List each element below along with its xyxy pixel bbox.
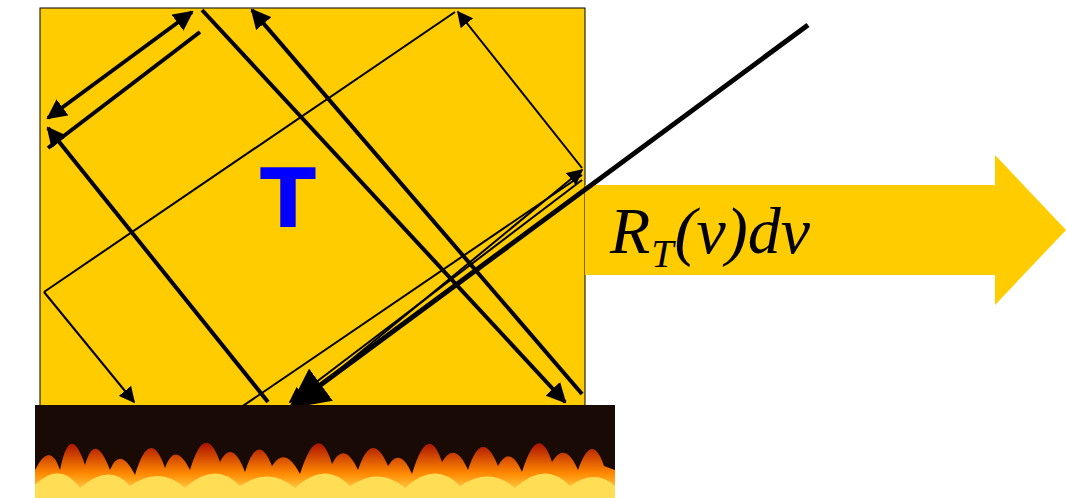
radiation-arrow [585, 155, 1066, 305]
radiance-symbol: R [610, 198, 650, 264]
temperature-label: T [260, 158, 316, 240]
radiance-argument: (ν)dν [675, 198, 811, 264]
cavity: T [40, 8, 585, 408]
cavity-body [40, 8, 585, 408]
fire-heater [35, 405, 615, 498]
radiation-arrow-box: RT(ν)dν [600, 188, 995, 278]
subscript: T [651, 234, 673, 274]
reflected-rays [48, 10, 582, 402]
